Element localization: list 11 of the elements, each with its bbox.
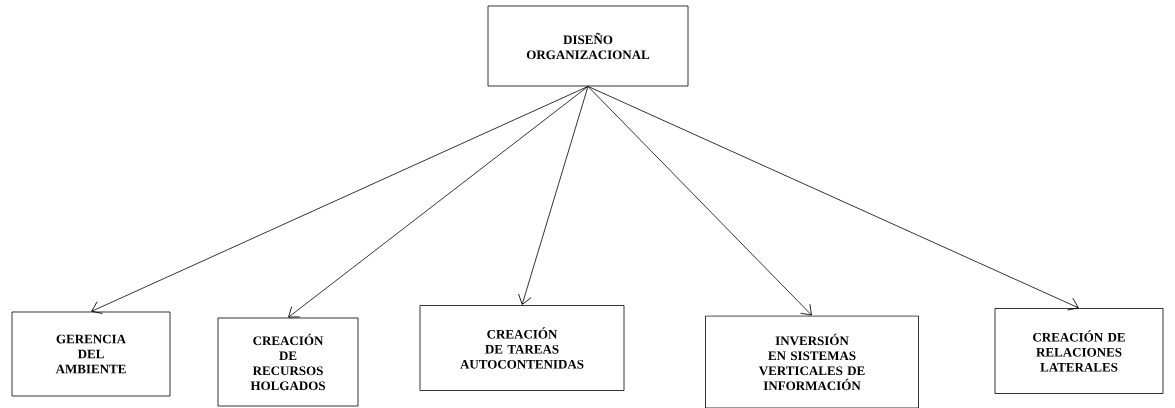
text-box: DISEÑO ORGANIZACIONAL <box>487 5 689 87</box>
arrow <box>587 86 812 316</box>
text-box: CREACIÓN DE RELACIONES LATERALES <box>994 308 1164 394</box>
arrow <box>91 86 589 314</box>
arrow <box>587 86 1079 311</box>
text-box: GERENCIA DEL AMBIENTE <box>11 311 171 397</box>
text-box: CREACIÓN DE RECURSOS HOLGADOS <box>217 317 359 407</box>
arrow <box>518 86 589 305</box>
arrow <box>288 86 589 318</box>
text-box: CREACIÓN DE TAREAS AUTOCONTENIDAS <box>419 305 625 391</box>
text-box: INVERSIÓN EN SISTEMAS VERTICALES DE INFORMACIÓN <box>705 315 919 408</box>
